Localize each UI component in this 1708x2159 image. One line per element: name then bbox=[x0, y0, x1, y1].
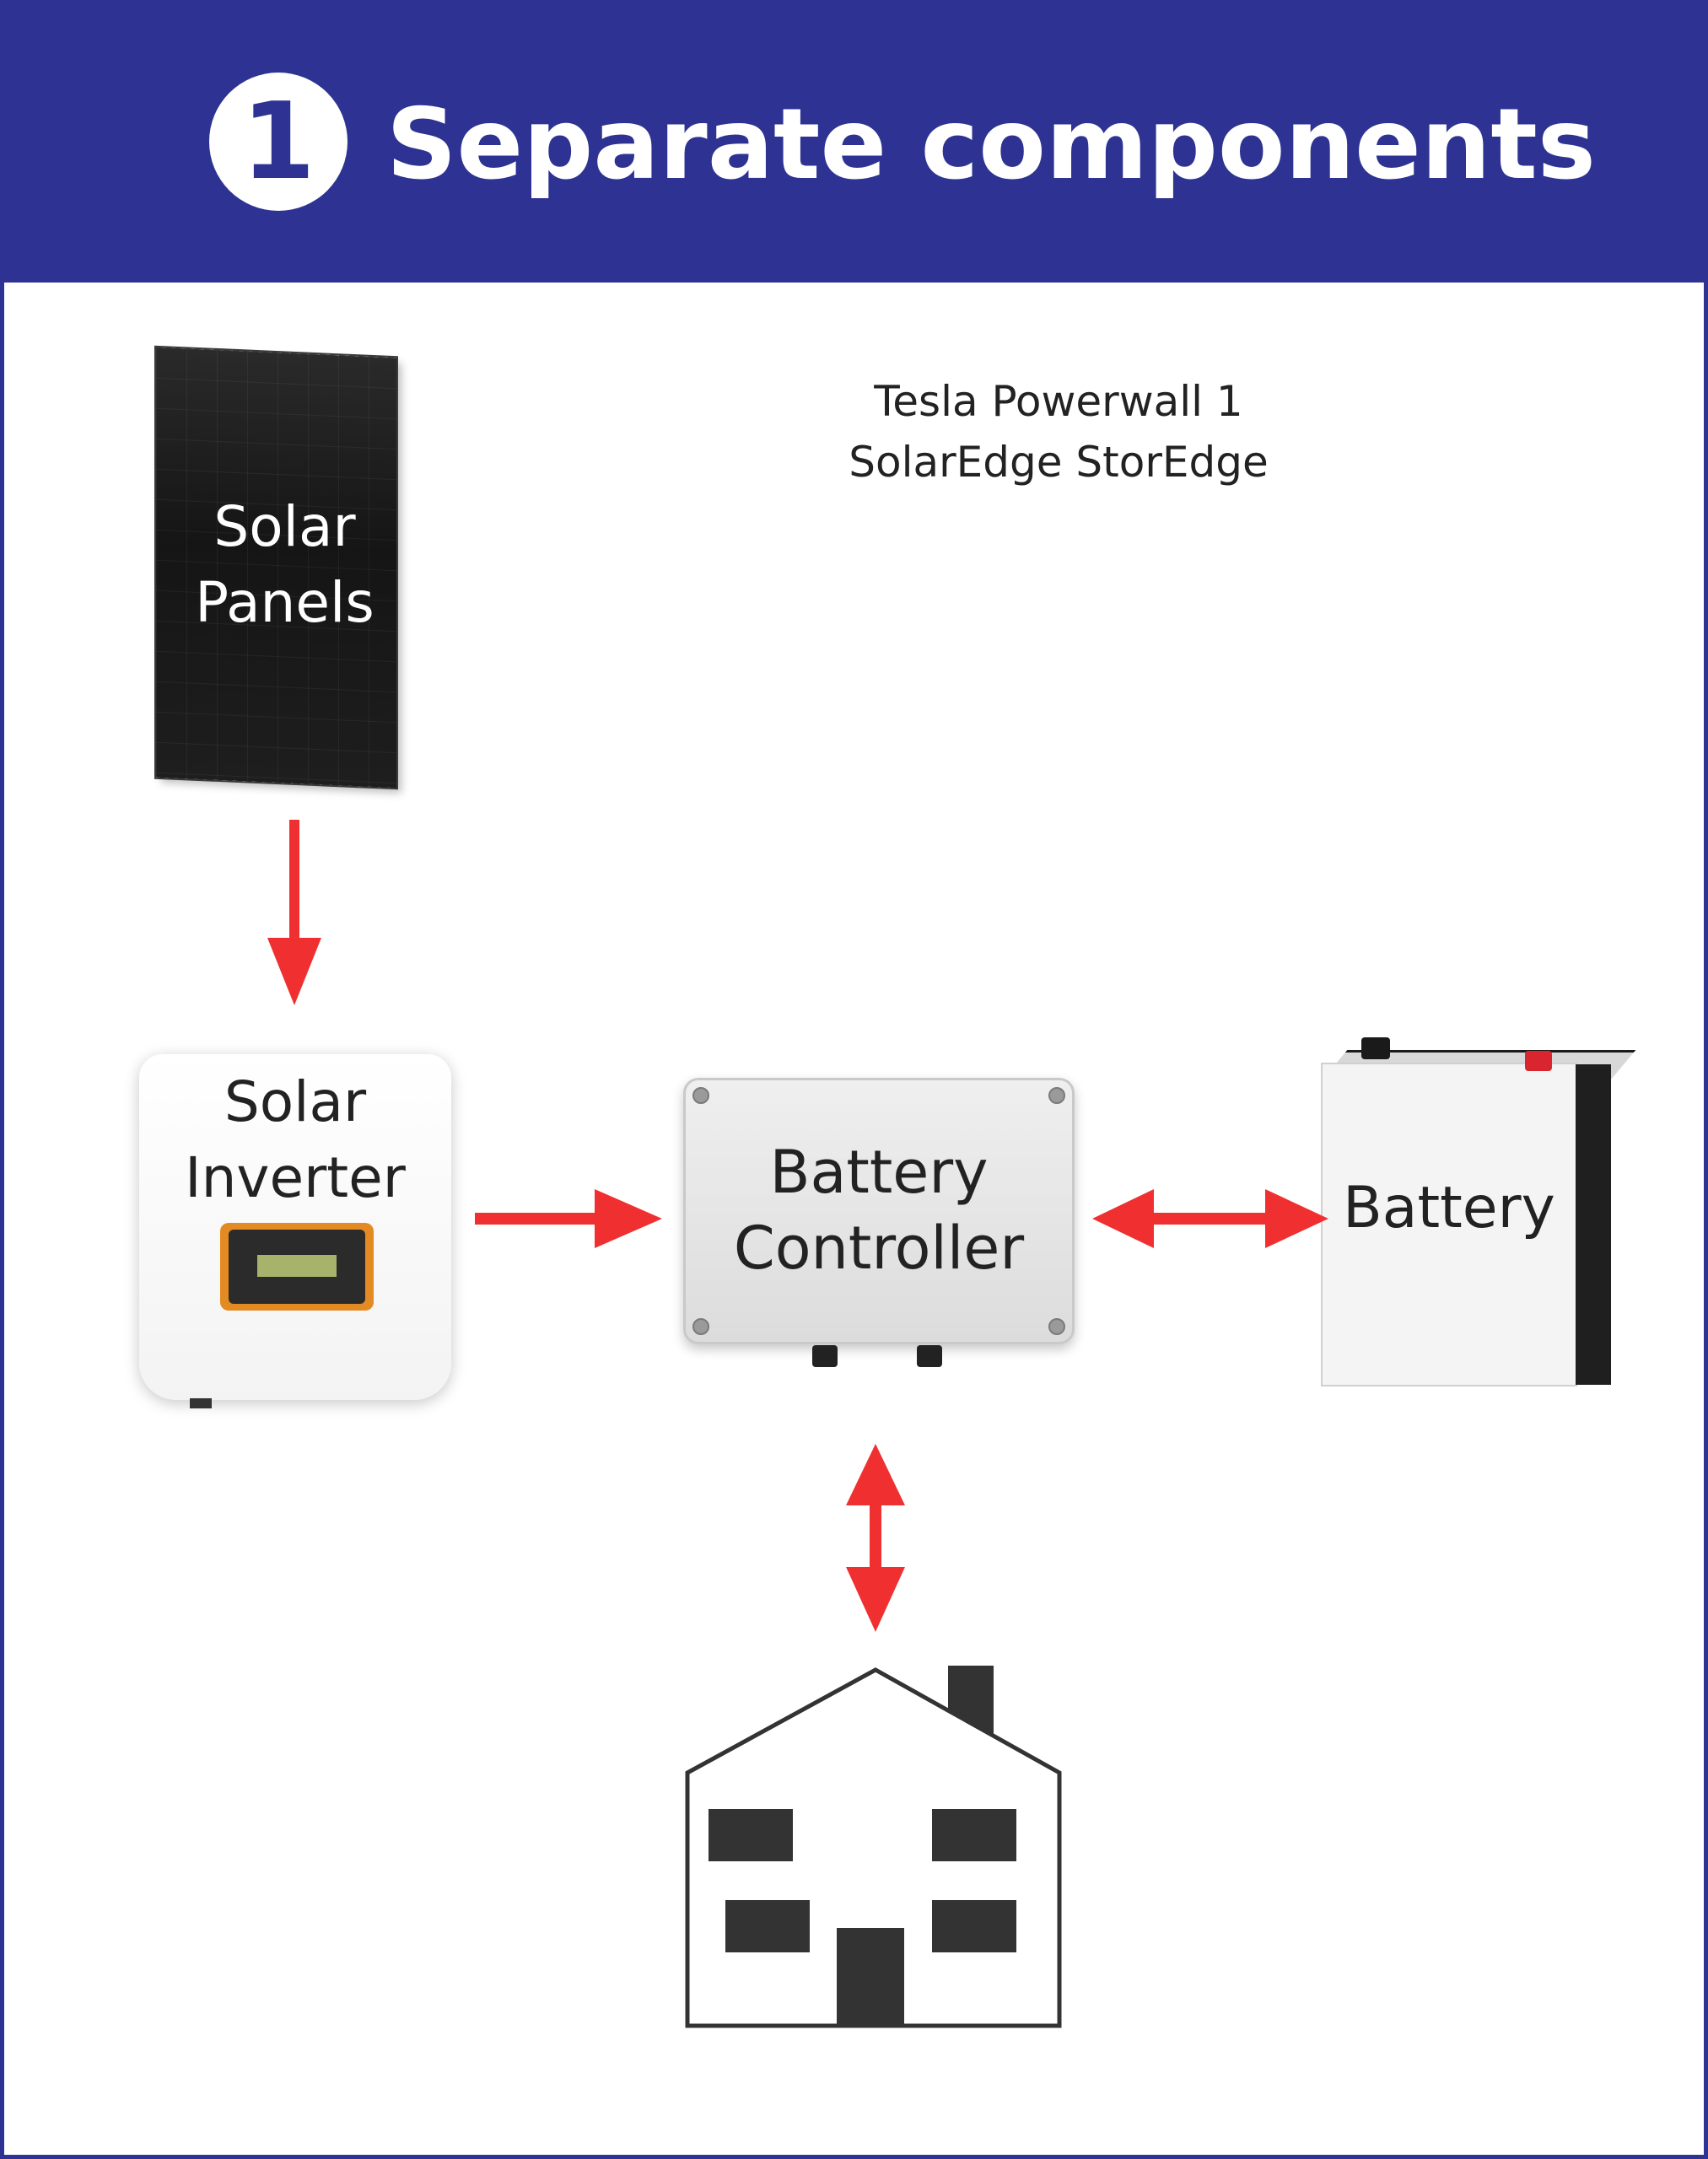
solar-inverter-label-line-2: Inverter bbox=[185, 1145, 406, 1210]
inverter-lcd-screen bbox=[257, 1255, 337, 1277]
header-bar: 1 Separate components bbox=[0, 0, 1708, 283]
controller-screw bbox=[1048, 1087, 1065, 1104]
solar-inverter-label-line-1: Solar bbox=[224, 1069, 367, 1134]
house-icon bbox=[685, 1666, 1062, 2028]
inverter-display-panel bbox=[220, 1223, 374, 1311]
controller-screw bbox=[692, 1087, 709, 1104]
solar-inverter-label: Solar Inverter bbox=[139, 1064, 451, 1216]
arrow-controller-battery-bidirectional bbox=[1092, 1189, 1328, 1248]
arrow-controller-house-bidirectional bbox=[846, 1444, 905, 1632]
battery-controller-label-line-2: Controller bbox=[733, 1214, 1025, 1283]
inverter-display-bezel bbox=[229, 1230, 365, 1304]
note-line-2: SolarEdge StorEdge bbox=[849, 438, 1269, 487]
controller-cable-gland bbox=[917, 1345, 942, 1367]
battery-positive-terminal bbox=[1525, 1051, 1552, 1071]
battery-negative-terminal bbox=[1361, 1037, 1390, 1059]
product-examples-note: Tesla Powerwall 1 SolarEdge StorEdge bbox=[784, 371, 1333, 493]
solar-panels-label: Solar Panels bbox=[156, 489, 413, 641]
arrow-inverter-to-controller bbox=[475, 1189, 662, 1248]
arrow-panels-to-inverter bbox=[267, 820, 321, 1005]
battery-label: Battery bbox=[1343, 1175, 1555, 1241]
step-number-badge: 1 bbox=[209, 73, 348, 211]
page-title: Separate components bbox=[386, 88, 1596, 202]
battery-side-face bbox=[1576, 1064, 1611, 1385]
controller-screw bbox=[692, 1318, 709, 1335]
battery-controller-label-line-1: Battery bbox=[769, 1138, 989, 1207]
solar-panels-label-line-1: Solar bbox=[213, 494, 356, 559]
inverter-connector bbox=[190, 1398, 212, 1408]
battery-image bbox=[1323, 1064, 1576, 1385]
controller-screw bbox=[1048, 1318, 1065, 1335]
solar-inverter-image bbox=[139, 1054, 451, 1408]
solar-panels-label-line-2: Panels bbox=[195, 570, 374, 635]
controller-cable-gland bbox=[812, 1345, 838, 1367]
note-line-1: Tesla Powerwall 1 bbox=[874, 377, 1243, 426]
battery-controller-image bbox=[683, 1078, 1075, 1367]
battery-controller-label: Battery Controller bbox=[683, 1134, 1075, 1286]
